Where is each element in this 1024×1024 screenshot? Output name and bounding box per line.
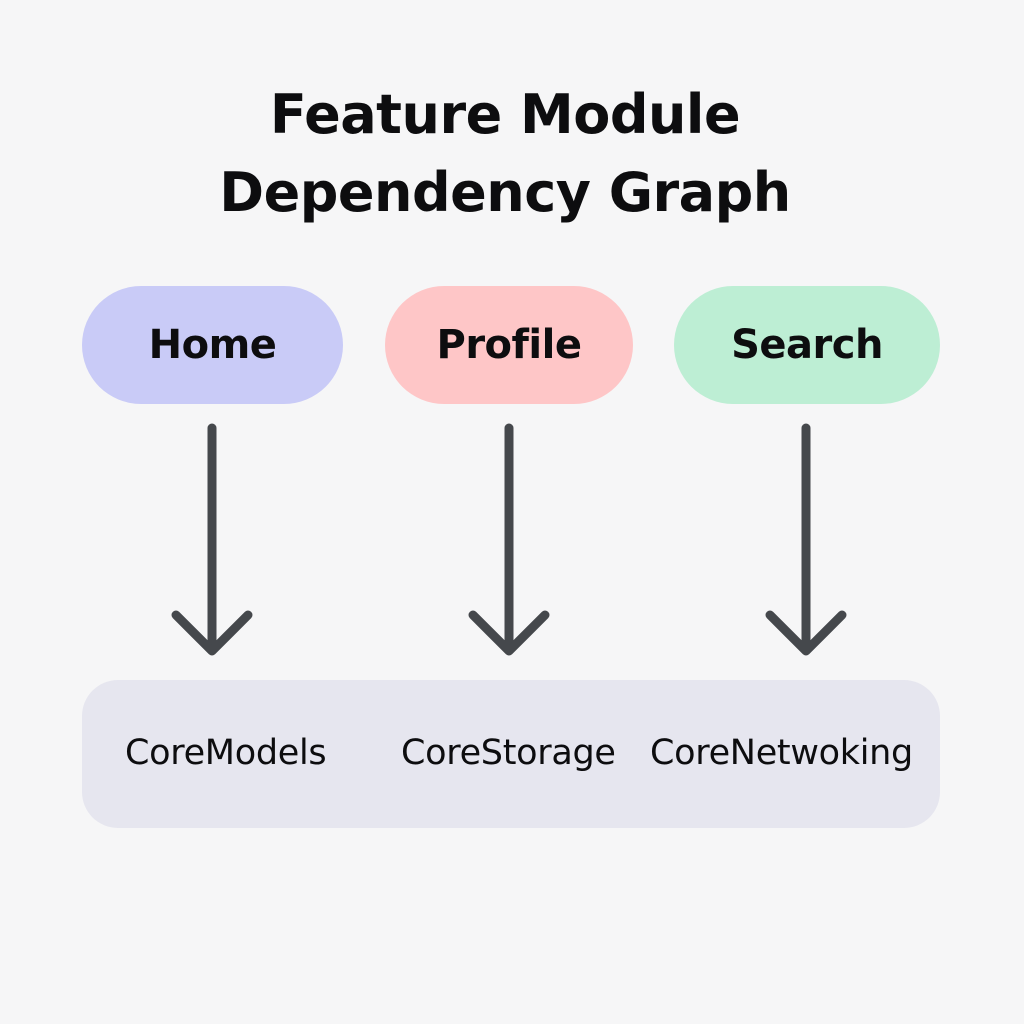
module-profile-label: Profile — [436, 322, 582, 368]
arrow-search-to-corenetworking — [765, 423, 847, 656]
title-line-1: Feature Module — [269, 83, 741, 146]
module-home: Home — [82, 286, 343, 404]
arrow-home-to-coremodels — [171, 423, 253, 656]
core-models-label: CoreModels — [125, 733, 327, 773]
title-line-2: Dependency Graph — [219, 161, 791, 224]
diagram-title: Feature Module Dependency Graph — [0, 76, 1010, 232]
module-home-label: Home — [148, 322, 277, 368]
core-storage-label: CoreStorage — [401, 733, 616, 773]
core-modules-container — [82, 680, 940, 828]
arrow-profile-to-corestorage — [468, 423, 550, 656]
module-profile: Profile — [385, 286, 633, 404]
core-networking-label: CoreNetwoking — [650, 733, 913, 773]
module-search: Search — [674, 286, 940, 404]
module-search-label: Search — [731, 322, 883, 368]
